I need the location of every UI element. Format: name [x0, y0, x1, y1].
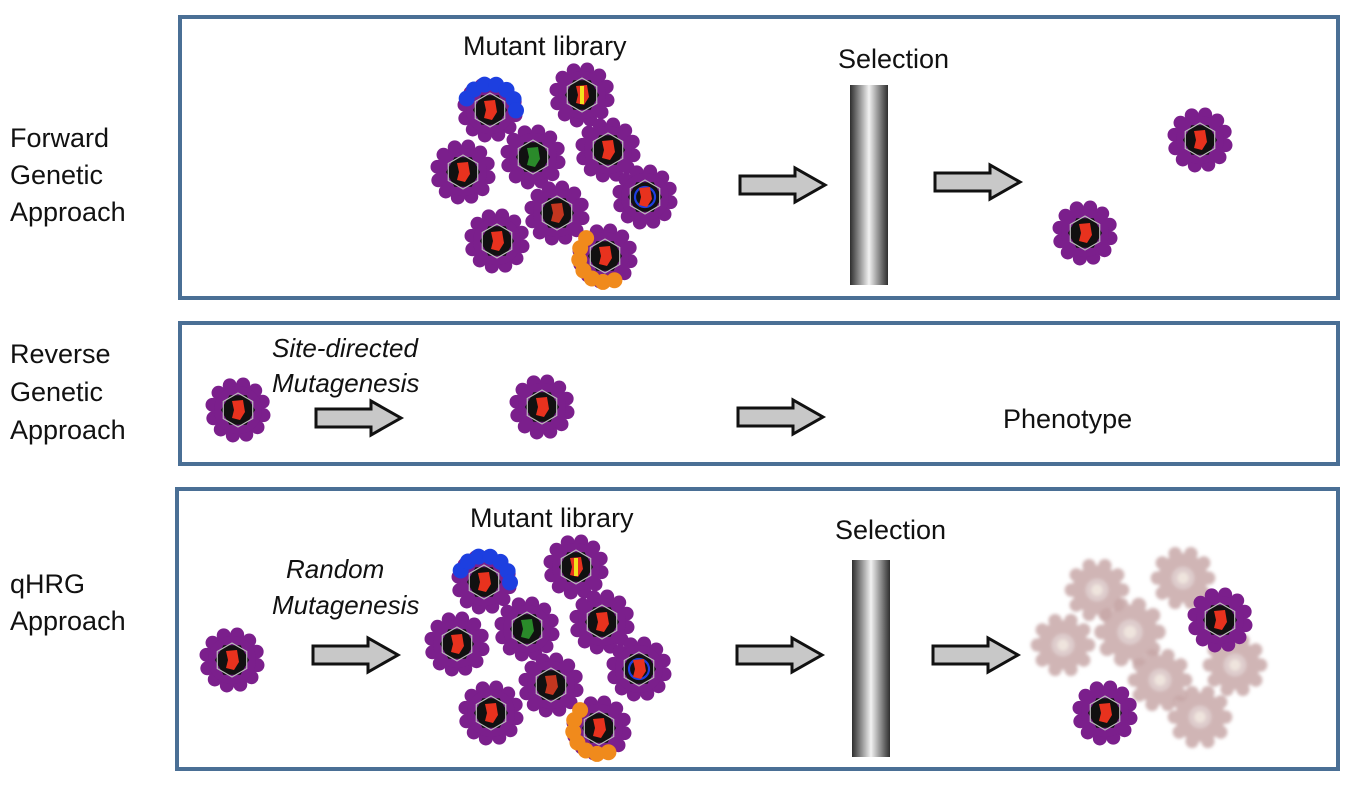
virus-particle-icon — [575, 117, 641, 183]
reverse-panel-frame — [178, 321, 1340, 466]
arrow-right-icon — [933, 162, 1024, 202]
virus-particle-icon — [509, 374, 575, 440]
virus-particle-icon — [565, 695, 632, 762]
virus-particle-icon — [424, 611, 490, 677]
qhrg-mutant-library — [424, 534, 672, 762]
qhrg-arrow-1 — [311, 635, 402, 675]
forward-panel-frame — [178, 15, 1340, 300]
qhrg-arrow-3 — [931, 635, 1022, 675]
random-mutagenesis-label: Random Mutagenesis — [272, 554, 419, 620]
forward-genetic-panel: Forward Genetic Approach Mutant library … — [10, 15, 1340, 300]
virus-particle-icon — [494, 596, 560, 662]
faded-virus-icon — [1127, 648, 1193, 712]
faded-virus-icon — [1167, 685, 1233, 749]
virus-particle-icon — [205, 377, 271, 443]
virus-particle-icon — [1052, 200, 1118, 266]
virus-particle-icon — [451, 548, 518, 615]
virus-particle-icon — [612, 164, 678, 230]
virus-particle-icon — [430, 139, 496, 205]
virus-particle-icon — [549, 62, 615, 128]
virus-particle-icon — [457, 76, 524, 143]
virus-particle-icon — [464, 208, 530, 274]
arrow-right-icon — [931, 635, 1022, 675]
reverse-genetic-panel: Reverse Genetic Approach Site-directed M… — [10, 321, 1340, 466]
qhrg-selection-barrier-icon — [852, 560, 890, 757]
forward-mutant-library — [430, 62, 678, 290]
virus-particle-icon — [571, 223, 638, 290]
qhrg-mutant-library-label: Mutant library — [470, 503, 634, 533]
reverse-approach-label: Reverse Genetic Approach — [10, 339, 126, 445]
forward-mutant-library-label: Mutant library — [463, 31, 627, 61]
arrow-right-icon — [736, 397, 827, 437]
forward-selection-barrier-icon — [850, 85, 888, 285]
qhrg-panel: qHRG Approach Random Mutagenesis Mutant … — [10, 487, 1340, 771]
forward-arrow-1 — [738, 165, 829, 205]
virus-particle-icon — [199, 627, 265, 693]
virus-particle-icon — [569, 589, 635, 655]
qhrg-parent-virus — [199, 627, 265, 693]
reverse-parent-virus — [205, 377, 271, 443]
reverse-arrow-1 — [314, 398, 405, 438]
reverse-mutant-virus — [509, 374, 575, 440]
reverse-arrow-2 — [736, 397, 827, 437]
phenotype-label: Phenotype — [1003, 404, 1132, 434]
faded-virus-icon — [1030, 613, 1096, 677]
virus-particle-icon — [606, 636, 672, 702]
forward-selection-label: Selection — [838, 44, 949, 74]
virus-particle-icon — [524, 180, 590, 246]
qhrg-selection-label: Selection — [835, 515, 946, 545]
faded-virus-icon — [1094, 597, 1166, 667]
arrow-right-icon — [311, 635, 402, 675]
site-directed-mutagenesis-label: Site-directed Mutagenesis — [272, 333, 425, 398]
forward-approach-label: Forward Genetic Approach — [10, 123, 126, 227]
qhrg-selected-viruses — [1072, 587, 1253, 746]
forward-selected-viruses — [1052, 107, 1233, 266]
faded-virus-icon — [1150, 546, 1216, 610]
qhrg-arrow-2 — [735, 635, 826, 675]
forward-arrow-2 — [933, 162, 1024, 202]
qhrg-faded-population — [1030, 546, 1268, 749]
virus-particle-icon — [1187, 587, 1253, 653]
arrow-right-icon — [738, 165, 829, 205]
virus-particle-icon — [543, 534, 609, 600]
virus-particle-icon — [1072, 680, 1138, 746]
arrow-right-icon — [314, 398, 405, 438]
virus-particle-icon — [518, 652, 584, 718]
virus-particle-icon — [1167, 107, 1233, 173]
qhrg-approach-label: qHRG Approach — [10, 569, 126, 636]
arrow-right-icon — [735, 635, 826, 675]
virus-particle-icon — [500, 124, 566, 190]
virus-particle-icon — [458, 680, 524, 746]
